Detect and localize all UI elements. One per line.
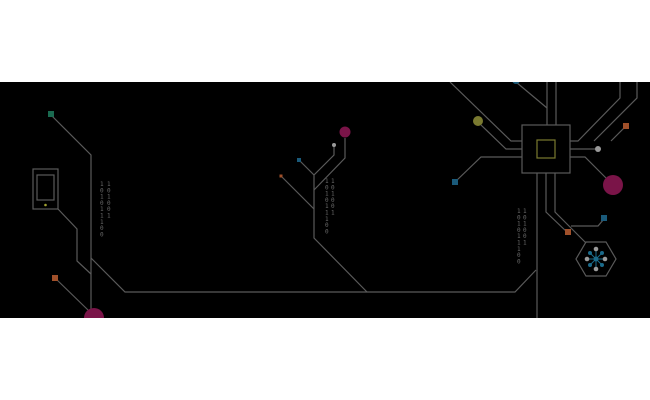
trace	[571, 218, 605, 227]
phone-icon	[32, 168, 59, 210]
gray-node-icon	[332, 143, 336, 147]
olive-node-icon	[473, 116, 483, 126]
trace	[57, 208, 92, 275]
magenta-node-icon	[339, 126, 351, 138]
orange-node-icon	[279, 174, 283, 178]
trace	[454, 156, 522, 183]
trace	[54, 277, 89, 311]
trace	[515, 82, 548, 109]
blue-node-icon	[512, 82, 520, 84]
blue-node-icon	[601, 215, 607, 221]
trace	[90, 257, 537, 293]
trace	[299, 160, 315, 176]
trace	[570, 82, 621, 142]
circuit-banner	[0, 82, 650, 318]
blue-node-icon	[452, 179, 458, 185]
trace	[313, 145, 368, 293]
magenta-node-icon	[603, 175, 623, 195]
trace	[545, 173, 569, 234]
gray-node-icon	[595, 146, 601, 152]
orange-node-icon	[52, 275, 58, 281]
trace	[49, 113, 92, 318]
blue-node-icon	[297, 158, 301, 162]
trace	[313, 138, 346, 191]
trace	[570, 156, 607, 179]
network-hexagon-icon	[575, 241, 617, 277]
trace	[593, 82, 638, 142]
trace	[449, 82, 522, 142]
orange-node-icon	[565, 229, 571, 235]
green-node-icon	[48, 111, 54, 117]
trace	[554, 173, 587, 244]
magenta-node-icon	[84, 308, 104, 318]
trace	[280, 175, 315, 210]
trace	[480, 124, 522, 150]
chip-icon	[521, 124, 571, 174]
orange-node-icon	[623, 123, 629, 129]
